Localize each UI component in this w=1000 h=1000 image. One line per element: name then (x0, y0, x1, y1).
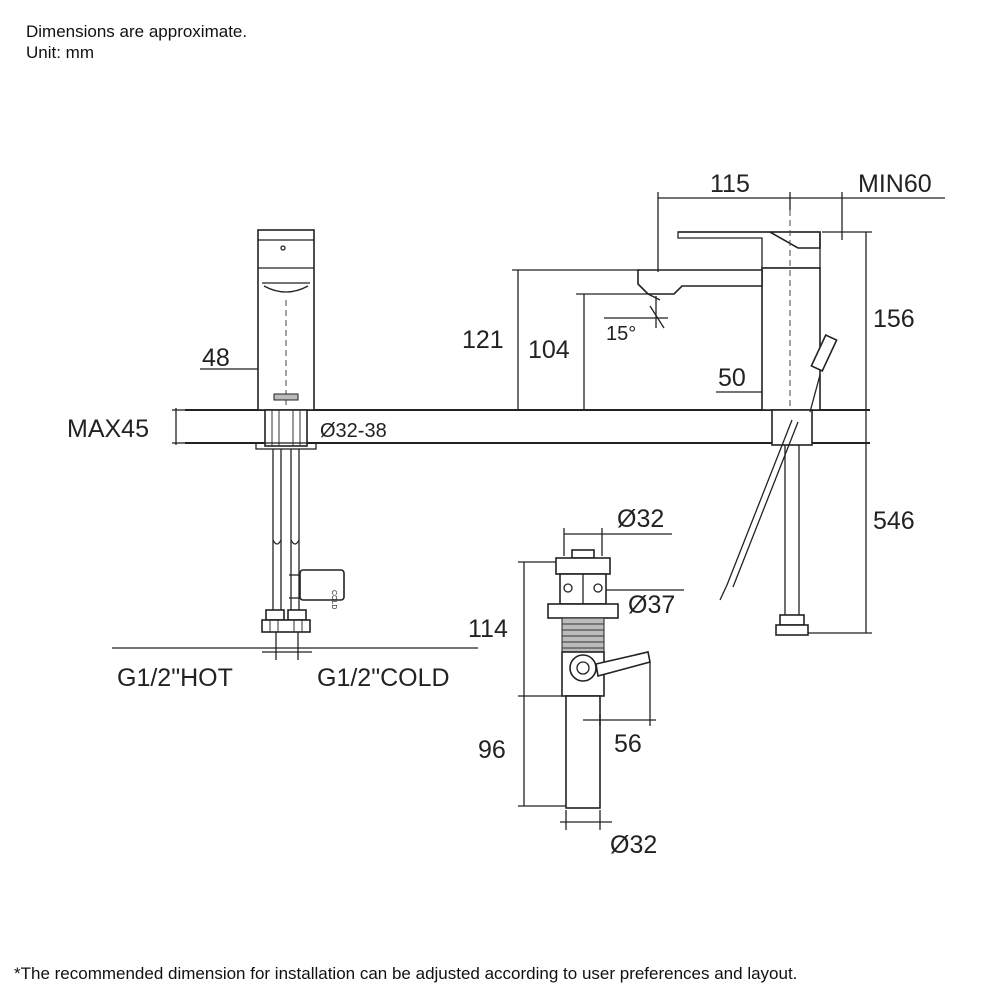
dim-104-lines (576, 293, 650, 410)
dim-115: 115 (710, 170, 750, 198)
dim-121-lines (512, 269, 640, 410)
dim-156-lines (808, 231, 872, 634)
dim-114: 114 (468, 615, 508, 643)
dim-546: 546 (873, 507, 915, 535)
dim-angle-15: 15° (606, 323, 636, 345)
dim-96: 96 (478, 736, 506, 764)
unit-note: Unit: mm (26, 43, 94, 62)
max45-dim (172, 408, 187, 445)
dim-dia32-bottom: Ø32 (610, 831, 657, 859)
dim-min60: MIN60 (858, 170, 932, 198)
dim-50: 50 (718, 364, 746, 392)
hot-inlet-label: G1/2"HOT (117, 664, 233, 692)
dim-104: 104 (528, 336, 570, 364)
dim-48: 48 (202, 344, 230, 372)
angle-15-lines (604, 296, 668, 329)
dim-hole-diameter: Ø32-38 (320, 420, 387, 442)
dim-56: 56 (614, 730, 642, 758)
faucet-front-view: COLD (255, 229, 345, 633)
approximate-note: Dimensions are approximate. (26, 22, 248, 41)
dim-56-lines (583, 662, 656, 726)
dim-max45: MAX45 (67, 415, 149, 443)
dia32-top-lines (563, 528, 672, 556)
hot-cold-baseline (112, 632, 478, 660)
cold-tag-label: COLD (330, 590, 337, 609)
dim-dia32-top: Ø32 (617, 505, 664, 533)
cold-inlet-label: G1/2"COLD (317, 664, 450, 692)
dim-121: 121 (462, 326, 504, 354)
faucet-side-view (637, 200, 838, 636)
dim-114-96-lines (518, 561, 566, 807)
dia32-bottom-lines (560, 810, 612, 830)
dim-dia37: Ø37 (628, 591, 675, 619)
installation-footnote: *The recommended dimension for installat… (14, 964, 798, 983)
dim-156: 156 (873, 305, 915, 333)
popup-waste (547, 549, 651, 809)
